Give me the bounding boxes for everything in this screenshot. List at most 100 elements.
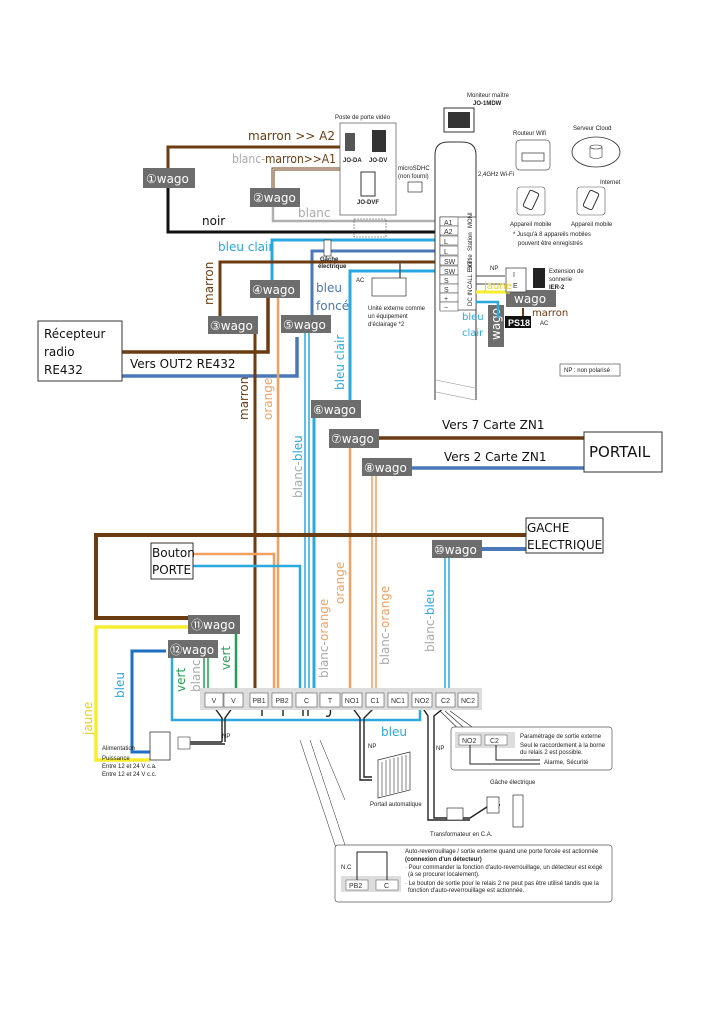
mobile-label: Appareil mobile	[510, 222, 552, 228]
wago-label: ③wago	[210, 319, 253, 333]
monitor-side-label: CALL EXT	[468, 261, 474, 289]
np-label: NP	[490, 266, 498, 272]
mobile-label: Appareil mobile	[571, 222, 613, 228]
power-supply: Alimentation Puissance Entre 12 et 24 V …	[102, 731, 230, 778]
power-supply-icon	[149, 731, 171, 761]
wago-label: ④wago	[252, 283, 295, 297]
label-part: blanc-	[423, 615, 437, 652]
param-text: Seul le raccordement à la borne	[520, 743, 606, 749]
terminal-label: C	[304, 698, 309, 705]
box-text: PORTAIL	[589, 443, 651, 461]
label-marron-right: marron	[532, 308, 568, 319]
wire-bouton-bleu	[193, 564, 302, 695]
wago-connectors: ①wago ②wago ③wago ④wago ⑤wago ⑥wago ⑦wag…	[143, 168, 556, 658]
label-blanc: blanc	[298, 206, 331, 220]
terminal-label: T	[328, 698, 333, 705]
model-label: JO-DA	[343, 158, 362, 164]
door-station-title: Poste de porte vidéo	[335, 115, 391, 121]
electric-strike: Gâche électrique Transformateur en C.A. …	[430, 746, 536, 838]
label-part: orange	[317, 599, 331, 641]
label-orange: orange	[261, 378, 275, 420]
wago-11: ⑪wago	[188, 615, 240, 634]
terminal-i: I	[513, 272, 515, 279]
box-text: GACHE	[527, 521, 569, 535]
mobile-note: * Jusqu'à 8 appareils mobiles	[513, 232, 591, 238]
label-vers-out2: Vers OUT2 RE432	[130, 357, 236, 371]
wago-right-vertical: wago	[488, 305, 504, 347]
box-text: PORTE	[152, 563, 191, 577]
ps18-label: PS18	[508, 318, 530, 328]
mobiles: Appareil mobile Appareil mobile * Jusqu'…	[510, 186, 613, 247]
wire-blanc-bleu-c2	[444, 558, 450, 695]
wago-label: ⑦wago	[331, 432, 374, 446]
terminal-label: PB1	[252, 698, 265, 705]
param-alarm: Alarme, Sécurité	[544, 760, 589, 766]
wago-2: ②wago	[250, 188, 300, 207]
model-label: JO-DV	[369, 158, 387, 164]
door-station: Poste de porte vidéo JO-DA JO-DV JO-DVF	[335, 115, 397, 238]
wire-bleu-clair-sw	[348, 269, 440, 401]
terminal-c2	[435, 692, 456, 708]
label-part: blanc-	[317, 641, 331, 678]
ier-label: IER-2	[549, 285, 565, 291]
power-label: Entre 12 et 24 V c.c.	[102, 772, 157, 778]
box-text: radio	[44, 345, 75, 359]
box-text: RE432	[44, 363, 83, 377]
wire-blanc-orange-c1	[371, 476, 377, 695]
wire-bleu-psu	[130, 649, 166, 754]
wago-label: wago	[514, 292, 546, 306]
terminal-pb1	[249, 692, 269, 708]
terminal-label: NO2	[462, 738, 477, 745]
power-label: Alimentation	[102, 746, 135, 752]
param-text: du relais 2 est possible.	[520, 750, 583, 756]
sd-card-icon	[407, 181, 423, 193]
monitor-terminal-label: S	[444, 278, 449, 285]
strike-label: Gâche électrique	[490, 780, 536, 786]
ps18: PS18 AC	[505, 316, 549, 328]
label-bleu: bleu	[316, 281, 342, 295]
label-marron-vertical: marron	[237, 377, 251, 420]
label-part: bleu	[423, 589, 437, 615]
label-fonce: foncé	[316, 299, 349, 313]
ac-label: AC	[540, 321, 549, 327]
terminal-no1	[341, 692, 363, 708]
monitor-terminal	[439, 301, 459, 312]
wago-right-horizontal: wago	[506, 290, 556, 307]
label-blanc-bleu-2: blanc-bleu	[423, 589, 437, 652]
ext-unit-label: un équipement	[368, 314, 408, 320]
terminal-no2	[411, 692, 433, 708]
mobile-note: pouvent être enregistrés	[518, 241, 583, 247]
wago-label: wago	[489, 308, 503, 340]
monitor-terminal-label: L	[444, 249, 448, 256]
wire-blanc-marron-a1-inner	[272, 168, 340, 190]
external-unit: Unité externe comme un équipement d'écla…	[368, 262, 426, 328]
label-marron-a2: marron >> A2	[248, 129, 335, 143]
monitor-terminal-label: +	[444, 296, 448, 303]
wire-radio-marron	[122, 298, 270, 354]
transformer-icon	[446, 807, 464, 821]
wago-7: ⑦wago	[329, 429, 379, 448]
wire-bleu-clair-top	[270, 238, 440, 280]
auto-relock-box: PB2 C N.C Auto-reverrouillage / sortie e…	[334, 844, 613, 903]
wago-5: ⑤wago	[281, 315, 331, 333]
ext-unit-label: d'éclairage *2	[368, 322, 405, 328]
ier-2: I E Extension de sonnerie IER-2 NP	[490, 266, 584, 293]
label-vers7: Vers 7 Carte ZN1	[442, 418, 545, 432]
wago-label: ①wago	[146, 172, 189, 186]
np-label: NP	[368, 744, 376, 750]
monitor-side-label: Sortie	[468, 254, 474, 270]
label-vert: vert	[174, 668, 188, 692]
label-clair-right: clair	[462, 328, 484, 339]
wago-label: ⑪wago	[191, 618, 235, 632]
auto-text: · Le bouton de sortie pour le relais 2 n…	[405, 881, 599, 887]
monitor-terminal-label: S	[444, 287, 449, 294]
wago-label: ⑫wago	[170, 643, 214, 657]
label-jaune: jaune	[81, 702, 95, 736]
auto-title: Auto-reverrouillage / sortie externe qua…	[405, 849, 599, 855]
recepteur-radio-box: Récepteur radio RE432	[37, 320, 123, 382]
terminal-pb2	[271, 692, 293, 708]
label-part: marron>>A1	[265, 152, 336, 166]
terminal-label: NC1	[391, 698, 405, 705]
